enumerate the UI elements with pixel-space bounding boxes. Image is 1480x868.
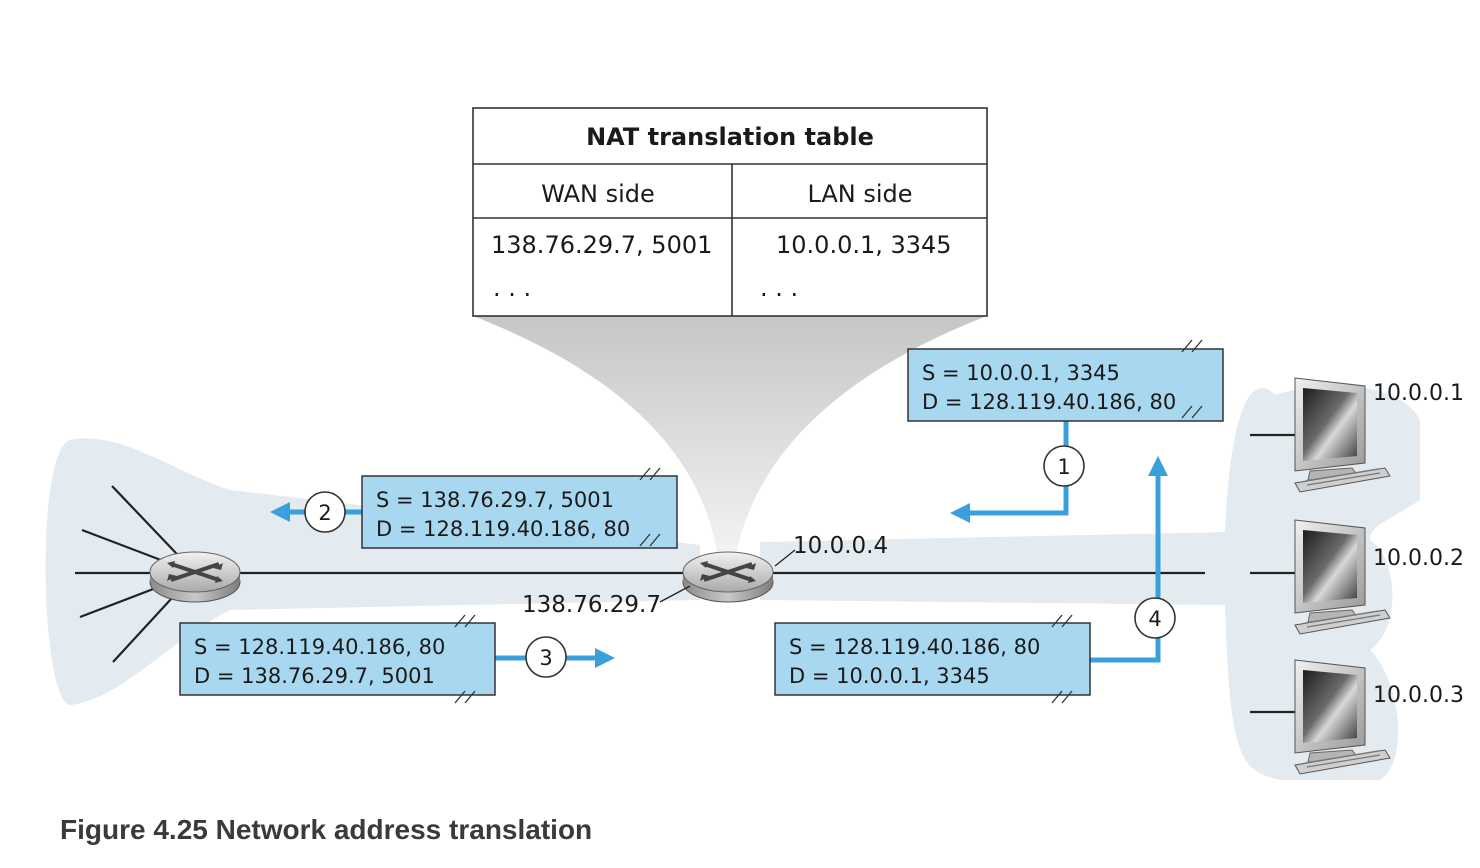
nat-router-icon <box>682 551 774 603</box>
packet-1-destination: D = 128.119.40.186, 80 <box>922 390 1176 414</box>
host-computer-icons <box>1294 377 1391 775</box>
wan-cloud <box>45 438 700 705</box>
packet-break-mark <box>454 614 476 704</box>
table-cell-lan: 10.0.0.1, 3345 <box>776 231 952 259</box>
packet-break-mark <box>1181 339 1203 419</box>
step-badge-2: 2 <box>304 491 346 533</box>
table-header-wan: WAN side <box>541 180 655 208</box>
packet-3-box <box>179 622 496 696</box>
svg-text:2: 2 <box>318 501 331 525</box>
lan-backbone <box>760 385 1420 780</box>
table-cell-wan-ellipsis: . . . <box>493 274 531 302</box>
packet-break-mark <box>1051 614 1073 704</box>
network-shading <box>45 385 1420 780</box>
packet-break-mark <box>639 467 661 547</box>
nat-router-wan-address: 138.76.29.7 <box>522 592 661 618</box>
table-title: NAT translation table <box>586 123 874 151</box>
svg-text:4: 4 <box>1148 607 1161 631</box>
wan-address-leader <box>659 585 691 603</box>
table-cell-lan-ellipsis: . . . <box>760 274 798 302</box>
host-address-label: 10.0.0.1 <box>1373 381 1464 406</box>
host-address-label: 10.0.0.2 <box>1373 546 1464 571</box>
packet-2: S = 138.76.29.7, 5001 D = 128.119.40.186… <box>361 467 678 549</box>
packet-2-box <box>361 475 678 549</box>
packet-4: S = 128.119.40.186, 80 D = 10.0.0.1, 334… <box>774 614 1091 704</box>
computer-icon <box>1294 519 1391 635</box>
figure-caption: Figure 4.25 Network address translation <box>60 814 593 845</box>
svg-text:3: 3 <box>539 646 552 670</box>
packet-1-source: S = 10.0.0.1, 3345 <box>922 361 1120 385</box>
host-address-label: 10.0.0.3 <box>1373 683 1464 708</box>
packet-2-source: S = 138.76.29.7, 5001 <box>376 488 614 512</box>
packet-4-destination: D = 10.0.0.1, 3345 <box>789 664 990 688</box>
nat-translation-table: NAT translation table WAN side LAN side … <box>472 107 988 317</box>
svg-text:1: 1 <box>1057 455 1070 479</box>
packet-1: S = 10.0.0.1, 3345 D = 128.119.40.186, 8… <box>907 339 1224 422</box>
nat-router-lan-address: 10.0.0.4 <box>793 533 888 559</box>
computer-icon <box>1294 659 1391 775</box>
internet-router-icon <box>149 551 241 603</box>
packet-3-source: S = 128.119.40.186, 80 <box>194 635 445 659</box>
table-header-lan: LAN side <box>807 180 912 208</box>
lan-address-leader <box>774 549 796 567</box>
step-badge-4: 4 <box>1134 597 1176 639</box>
arrow-step-4 <box>1090 456 1168 663</box>
step-badge-3: 3 <box>525 636 567 678</box>
packet-1-box <box>907 348 1224 422</box>
computer-icon <box>1294 377 1391 493</box>
table-magnifier-beam <box>473 316 987 560</box>
packet-3: S = 128.119.40.186, 80 D = 138.76.29.7, … <box>179 614 496 704</box>
packet-4-source: S = 128.119.40.186, 80 <box>789 635 1040 659</box>
step-badges: 1 2 3 4 <box>304 445 1176 678</box>
packet-2-destination: D = 128.119.40.186, 80 <box>376 517 630 541</box>
packet-3-destination: D = 138.76.29.7, 5001 <box>194 664 435 688</box>
table-cell-wan: 138.76.29.7, 5001 <box>491 231 712 259</box>
step-badge-1: 1 <box>1043 445 1085 487</box>
network-links <box>75 433 1295 714</box>
packet-4-box <box>774 622 1091 696</box>
